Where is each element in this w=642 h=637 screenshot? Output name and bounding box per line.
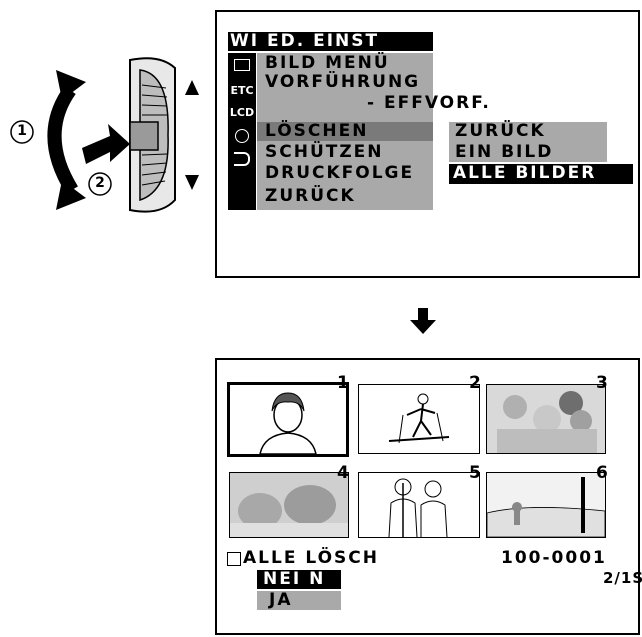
menu-item-druckfolge[interactable]: DRUCKFOLGE xyxy=(265,163,415,183)
rotate-arrow xyxy=(47,85,79,194)
rotate-arrow-top-head xyxy=(56,70,86,100)
thumbnail-6[interactable] xyxy=(486,472,606,538)
thumbnail-number-5: 5 xyxy=(469,463,481,483)
step-1-label: 1 xyxy=(17,123,27,139)
menu-title: WI ED. EINST xyxy=(228,32,433,51)
thumbnail-number-1: 1 xyxy=(337,373,349,393)
thumbnail-2[interactable] xyxy=(358,384,480,454)
etc-icon: ETC xyxy=(230,84,254,97)
clock-icon xyxy=(235,129,249,143)
dial-button xyxy=(129,121,159,151)
thumbnail-number-4: 4 xyxy=(337,463,349,483)
option-ja[interactable]: JA xyxy=(257,591,341,610)
dial-illustration xyxy=(10,57,199,213)
woman-portrait-image xyxy=(259,392,317,454)
menu-item-zuruck[interactable]: ZURÜCK xyxy=(265,186,356,206)
submenu-alle-bilder[interactable]: ALLE BILDER xyxy=(449,164,633,184)
option-nein[interactable]: NEI N xyxy=(257,570,341,589)
menu-icon-column: ETC LCD xyxy=(228,53,256,210)
menu-selection-bar xyxy=(257,122,433,141)
menu-item-vorfuhrung[interactable]: VORFÜHRUNG xyxy=(265,72,421,92)
blurred-landscape-image xyxy=(230,473,348,537)
step-2-circle xyxy=(88,172,112,196)
thumbnail-number-6: 6 xyxy=(596,463,608,483)
camera-icon xyxy=(227,552,241,566)
lcd-icon: LCD xyxy=(229,106,255,119)
delete-screen: 1 2 3 4 xyxy=(215,358,642,635)
thumbnail-1[interactable] xyxy=(227,382,349,457)
submenu-zuruck[interactable]: ZURÜCK xyxy=(455,121,546,141)
thumbnail-4[interactable] xyxy=(229,472,349,538)
down-arrow-icon xyxy=(410,308,436,334)
group-photo-image xyxy=(487,385,605,453)
delete-all-title: ALLE LÖSCH xyxy=(243,548,379,568)
menu-screen: WI ED. EINST ETC LCD BILD MENÜ VORFÜHRUN… xyxy=(215,10,640,278)
down-triangle-icon xyxy=(185,175,199,190)
push-arrow xyxy=(82,124,130,164)
camera-icon xyxy=(234,59,250,71)
step-2-label: 2 xyxy=(95,175,105,191)
page-indicator: 2/1S xyxy=(603,569,642,587)
step-1-circle xyxy=(10,120,34,144)
skier-image xyxy=(388,393,450,444)
thumbnail-3[interactable] xyxy=(486,384,606,454)
outdoor-scene-image xyxy=(487,473,605,537)
file-number: 100-0001 xyxy=(501,548,607,568)
thumbnail-number-2: 2 xyxy=(469,373,481,393)
couple-image xyxy=(388,478,448,537)
menu-item-schutzen[interactable]: SCHÜTZEN xyxy=(265,142,384,162)
submenu-ein-bild[interactable]: EIN BILD xyxy=(455,142,554,162)
submenu-gray-panel xyxy=(449,122,607,162)
menu-item-effvorf[interactable]: - EFFVORF. xyxy=(367,93,491,113)
menu-item-bild-menu[interactable]: BILD MENÜ xyxy=(265,53,390,73)
thumbnail-number-3: 3 xyxy=(596,373,608,393)
thumbnail-5[interactable] xyxy=(358,472,480,538)
return-icon xyxy=(234,152,250,166)
menu-item-loschen[interactable]: LÖSCHEN xyxy=(265,121,369,141)
rotate-arrow-bottom-head xyxy=(56,180,86,210)
up-triangle-icon xyxy=(185,80,199,95)
